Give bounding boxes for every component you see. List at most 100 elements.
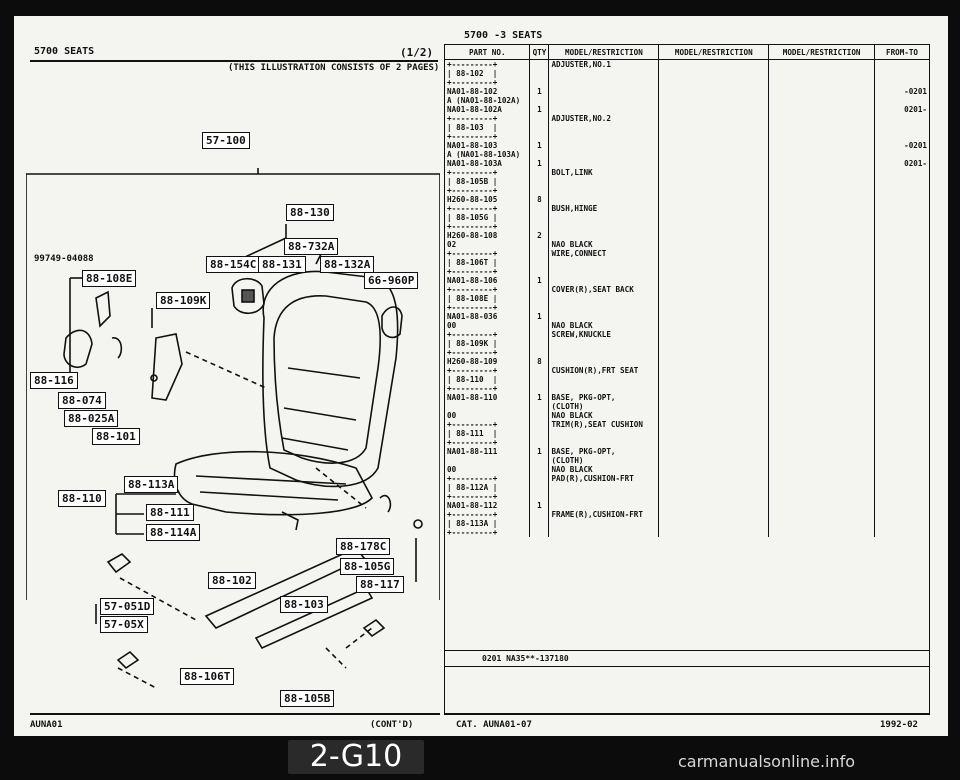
table-cell — [658, 204, 770, 231]
header-model-3: MODEL/RESTRICTION — [768, 44, 876, 60]
table-cell: 00 — [443, 411, 531, 420]
table-cell — [658, 240, 770, 249]
table-row: +---------+ | 88-105G | +---------+BUSH,… — [443, 204, 930, 231]
table-cell — [874, 366, 930, 393]
table-cell: +---------+ | 88-102 | +---------+ — [443, 59, 531, 87]
table-cell: +---------+ | 88-105B | +---------+ — [443, 168, 531, 195]
label-88-106t: 88-106T — [180, 668, 235, 685]
table-cell: NA01-88-110 — [443, 393, 531, 411]
label-88-111: 88-111 — [146, 504, 194, 521]
footer-date: 1992-02 — [880, 720, 918, 730]
table-cell — [874, 276, 930, 285]
table-cell — [874, 285, 930, 312]
table-cell — [768, 465, 876, 474]
table-row: +---------+ | 88-105B | +---------+BOLT,… — [443, 168, 930, 195]
table-cell — [548, 141, 660, 159]
table-cell — [529, 366, 550, 393]
table-cell — [548, 501, 660, 510]
table-cell: 8 — [529, 195, 550, 204]
label-88-101: 88-101 — [92, 428, 140, 445]
table-row: +---------+ | 88-110 | +---------+CUSHIO… — [443, 366, 930, 393]
table-cell — [768, 312, 876, 321]
label-88-103: 88-103 — [280, 596, 328, 613]
table-cell — [658, 231, 770, 240]
label-88-132a: 88-132A — [320, 256, 375, 273]
table-cell — [768, 474, 876, 501]
table-cell — [548, 312, 660, 321]
table-cell — [874, 195, 930, 204]
table-cell — [658, 393, 770, 411]
table-cell — [658, 87, 770, 105]
table-cell — [529, 474, 550, 501]
table-cell — [529, 411, 550, 420]
table-cell — [768, 168, 876, 195]
table-cell — [548, 195, 660, 204]
table-cell: 00 — [443, 321, 531, 330]
label-57-051d: 57-051D — [100, 598, 155, 615]
table-row: +---------+ | 88-102 | +---------+ADJUST… — [443, 59, 930, 87]
table-cell — [768, 195, 876, 204]
table-cell — [548, 357, 660, 366]
label-88-130: 88-130 — [286, 204, 334, 221]
table-cell — [658, 195, 770, 204]
table-cell — [768, 411, 876, 420]
table-cell: +---------+ | 88-105G | +---------+ — [443, 204, 531, 231]
table-cell — [768, 510, 876, 537]
table-bottom-rule — [444, 650, 930, 652]
table-row: +---------+ | 88-103 | +---------+ADJUST… — [443, 114, 930, 141]
left-header-rule — [30, 60, 438, 62]
label-88-178c: 88-178C — [336, 538, 391, 555]
table-cell: COVER(R),SEAT BACK — [548, 285, 660, 312]
table-cell: NA01-88-112 — [443, 501, 531, 510]
table-cell: NA01-88-102 A (NA01-88-102A) — [443, 87, 531, 105]
table-cell: 2 — [529, 231, 550, 240]
table-cell: 1 — [529, 87, 550, 105]
table-cell — [874, 240, 930, 249]
table-cell — [548, 87, 660, 105]
table-cell — [529, 420, 550, 447]
table-cell — [529, 285, 550, 312]
left-page-title: 5700 SEATS — [34, 46, 95, 57]
parts-table: PART NO. QTY MODEL/RESTRICTION MODEL/RES… — [443, 44, 930, 537]
table-cell: SCREW,KNUCKLE — [548, 330, 660, 357]
table-cell — [529, 59, 550, 87]
table-cell — [529, 114, 550, 141]
table-cell — [658, 321, 770, 330]
table-row: +---------+ | 88-112A | +---------+PAD(R… — [443, 474, 930, 501]
parts-table-body: +---------+ | 88-102 | +---------+ADJUST… — [443, 59, 930, 537]
table-right-border — [929, 44, 931, 714]
table-cell — [768, 285, 876, 312]
table-cell — [548, 231, 660, 240]
table-cell: BASE, PKG-OPT, (CLOTH) — [548, 447, 660, 465]
table-cell — [529, 330, 550, 357]
table-cell — [874, 393, 930, 411]
label-88-131: 88-131 — [258, 256, 306, 273]
page-badge: 2-G10 — [288, 740, 424, 774]
table-cell — [658, 159, 770, 168]
table-cell — [768, 501, 876, 510]
table-cell — [529, 465, 550, 474]
table-footer-note: 0201 NA35**-137180 — [482, 654, 569, 663]
table-cell — [658, 276, 770, 285]
table-cell: WIRE,CONNECT — [548, 249, 660, 276]
number-tag: 99749-04088 — [34, 254, 94, 264]
label-88-732a: 88-732A — [284, 238, 339, 255]
table-cell: +---------+ | 88-103 | +---------+ — [443, 114, 531, 141]
table-cell — [874, 411, 930, 420]
label-88-109k: 88-109K — [156, 292, 211, 309]
table-cell — [768, 59, 876, 87]
table-cell — [768, 105, 876, 114]
table-cell — [658, 420, 770, 447]
label-88-113a: 88-113A — [124, 476, 179, 493]
label-57-100: 57-100 — [202, 132, 250, 149]
label-88-102: 88-102 — [208, 572, 256, 589]
header-qty: QTY — [529, 44, 550, 60]
table-cell: TRIM(R),SEAT CUSHION — [548, 420, 660, 447]
table-cell — [768, 420, 876, 447]
table-cell — [529, 321, 550, 330]
table-cell — [658, 366, 770, 393]
table-cell: NA01-88-103 A (NA01-88-103A) — [443, 141, 531, 159]
table-row: +---------+ | 88-106T | +---------+WIRE,… — [443, 249, 930, 276]
